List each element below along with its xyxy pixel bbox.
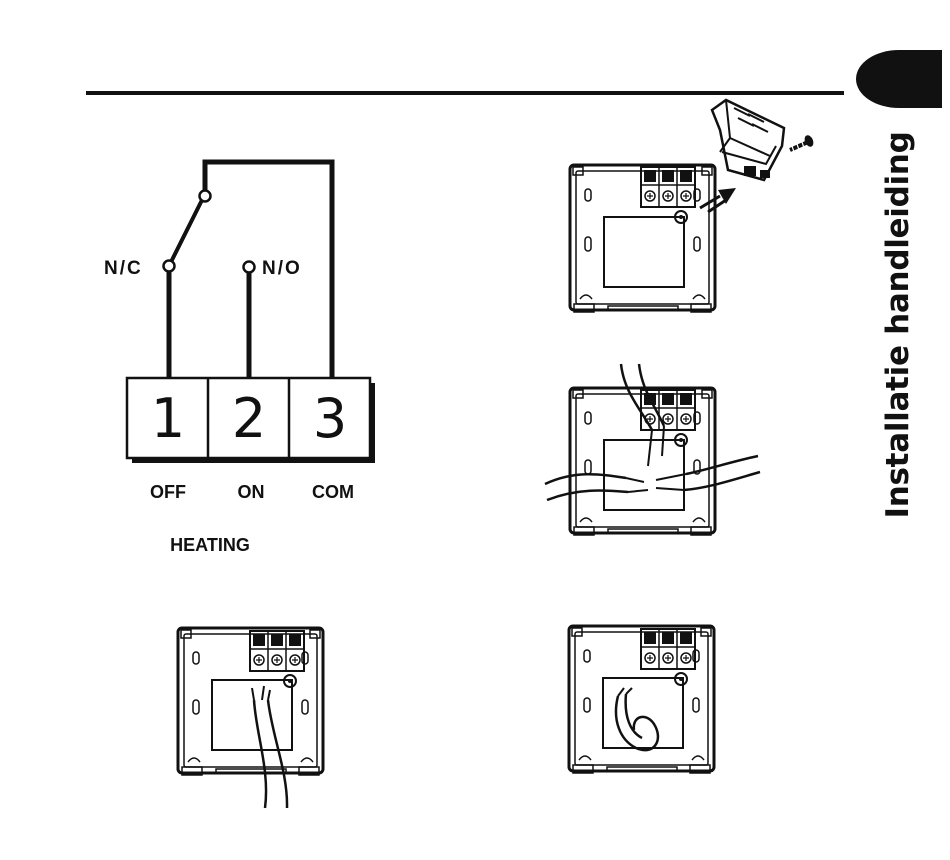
step-tuck-wires (569, 626, 714, 773)
step-feed-cable (178, 628, 323, 808)
terminal-2-label: ON (238, 482, 265, 502)
no-contact-icon (244, 262, 255, 273)
step-remove-terminal-cover (570, 100, 815, 312)
terminal-cover-icon (712, 100, 784, 180)
back-plate-2 (570, 388, 715, 535)
nc-contact-icon (164, 261, 175, 272)
heating-label: HEATING (170, 535, 250, 555)
wiring-diagram: N/C N/O 1 2 3 OFF ON COM HEATING (104, 162, 375, 555)
step-connect-cables (545, 364, 760, 535)
terminal-2-number: 2 (232, 387, 266, 450)
no-label: N/O (262, 258, 302, 279)
back-plate-1 (570, 165, 715, 312)
screw-icon (790, 134, 815, 152)
terminal-3-label: COM (312, 482, 354, 502)
terminal-3-number: 3 (313, 387, 347, 450)
nc-label: N/C (104, 258, 143, 279)
back-plate-3 (178, 628, 323, 775)
terminal-1-label: OFF (150, 482, 186, 502)
arrow-icon (700, 188, 736, 212)
terminal-1-number: 1 (151, 387, 185, 450)
